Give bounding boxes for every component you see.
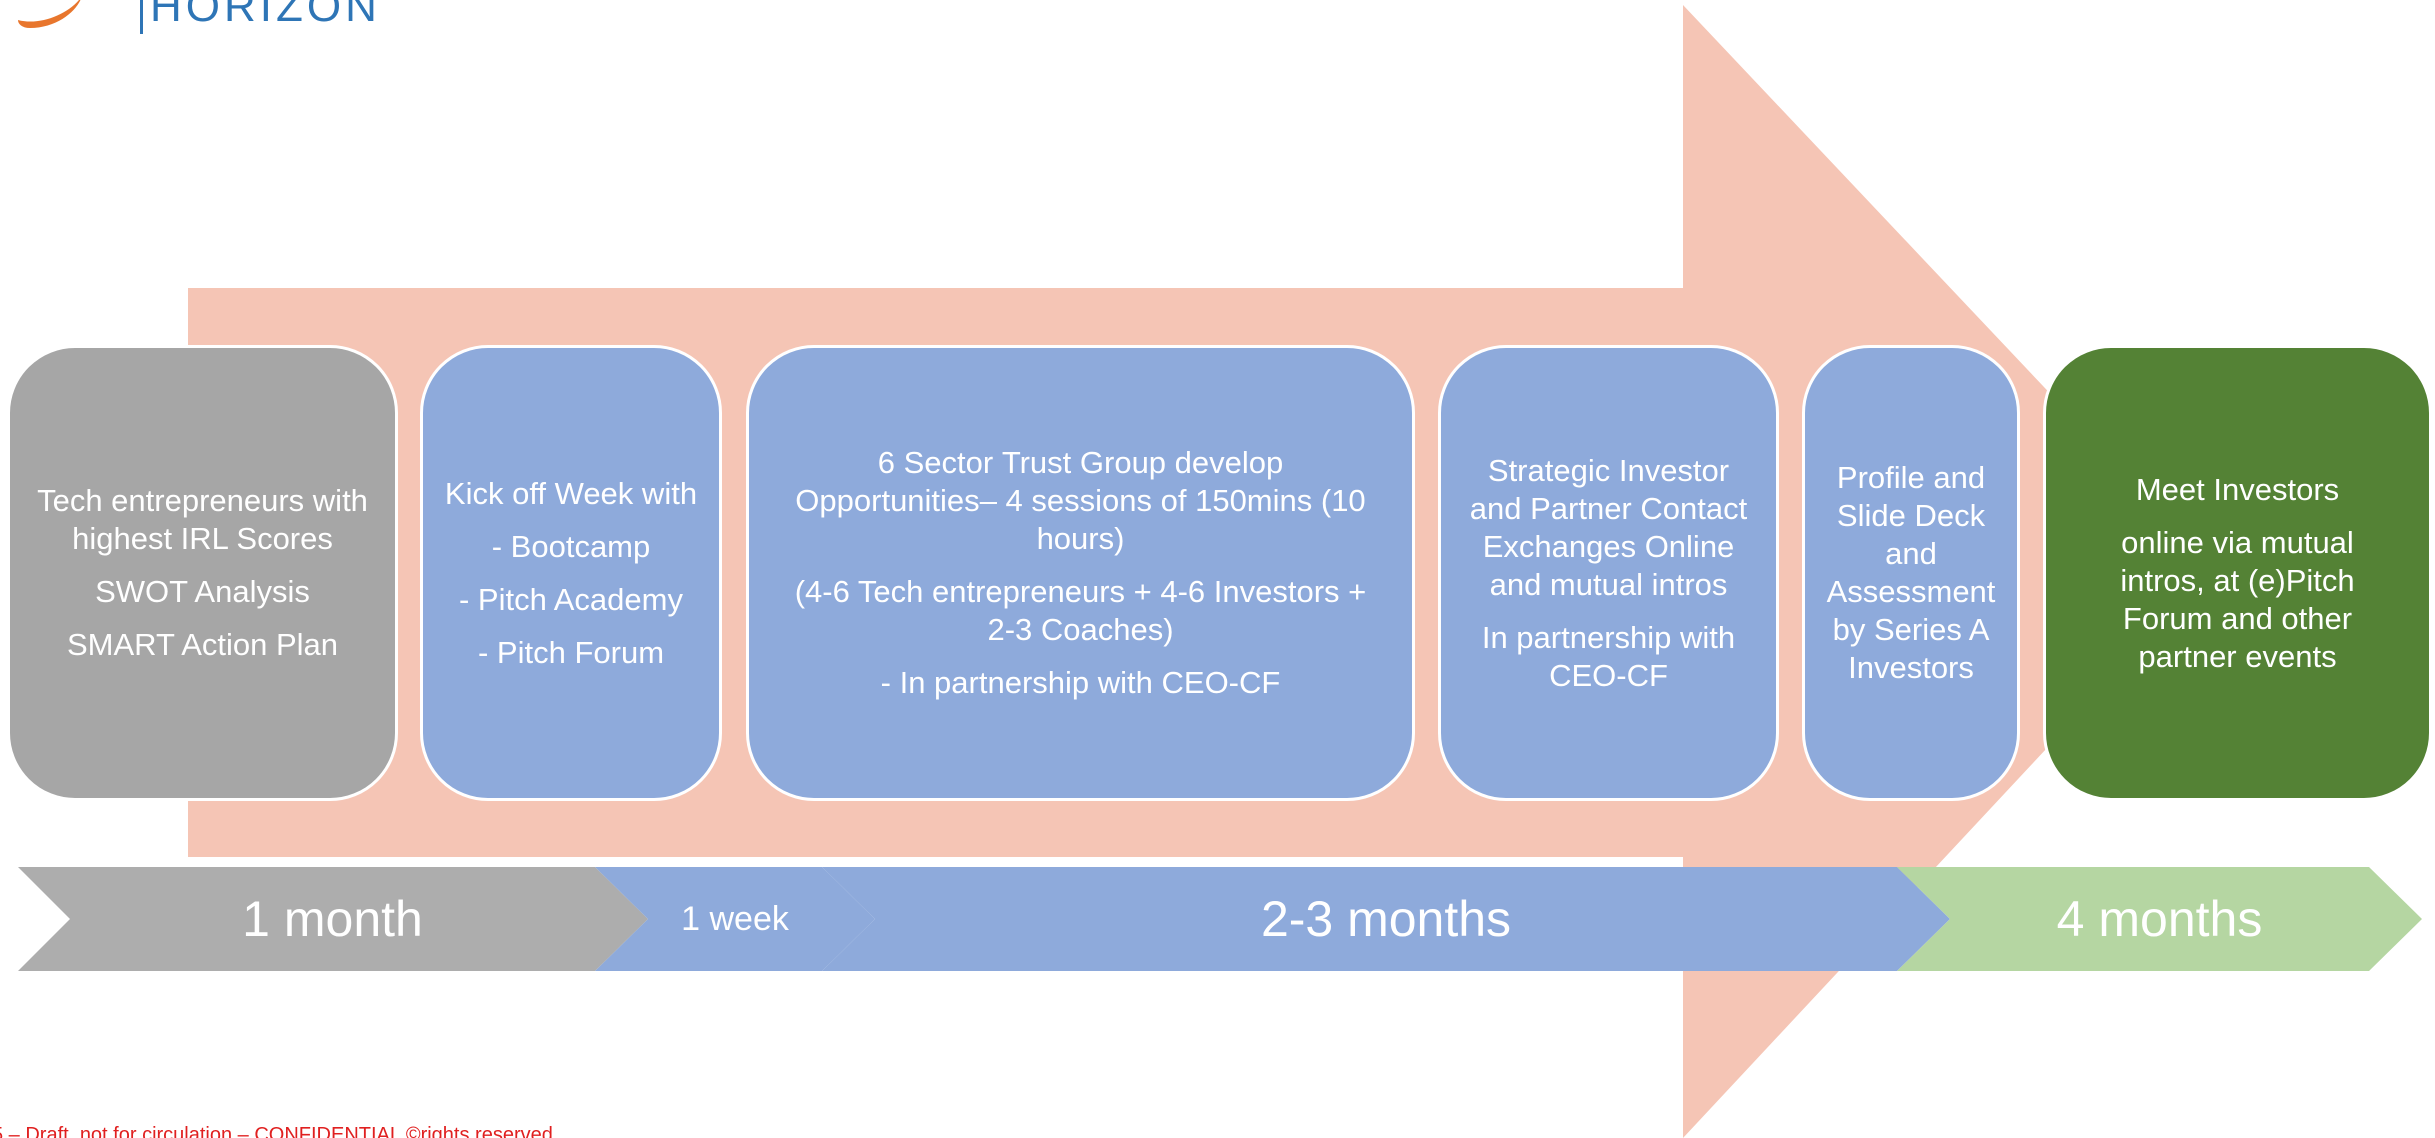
timeline-segment-2-3-months xyxy=(822,867,1950,971)
stage-text: - In partnership with CEO-CF xyxy=(880,665,1281,700)
stage-text-bold: SMART Action Plan xyxy=(66,627,339,662)
stage-text: online via mutual intros, at (e)Pitch Fo… xyxy=(2120,524,2355,674)
stage-paragraph: Tech entrepreneurs with highest IRL Scor… xyxy=(30,482,375,558)
stage-paragraph: - Pitch Forum xyxy=(478,634,664,672)
stage-text: (4-6 Tech entrepreneurs + 4-6 Investors … xyxy=(794,574,1367,647)
confidentiality-footer: 5 – Draft, not for circulation – CONFIDE… xyxy=(0,1124,553,1138)
stage-box-selection: Tech entrepreneurs with highest IRL Scor… xyxy=(7,345,398,801)
stage-text: - Bootcamp xyxy=(491,528,651,564)
stage-text: Online and mutual intros xyxy=(1489,528,1735,602)
stage-box-meet-investors: Meet Investors online via mutual intros, … xyxy=(2043,345,2432,801)
timeline-segment-1-month xyxy=(18,867,648,971)
stage-text: - Pitch Forum xyxy=(477,634,665,670)
stage-text-bold: Kick off Week xyxy=(444,475,634,511)
stage-paragraph: Meet Investors xyxy=(2136,471,2339,509)
stage-paragraph: - Pitch Academy xyxy=(459,581,683,619)
stage-text: In partnership with CEO-CF xyxy=(1481,619,1736,693)
stage-text-bold: SWOT Analysis xyxy=(95,574,310,609)
stage-text: - Pitch Academy xyxy=(459,581,683,617)
stage-text-bold: Trust Group develop Opportunities xyxy=(795,445,1284,518)
stage-text-bold: Contact Exchanges xyxy=(1482,490,1748,564)
stage-text: Strategic Investor and Partner xyxy=(1469,452,1730,526)
logo-text: HORIZON xyxy=(150,0,381,31)
timeline-segment-4-months xyxy=(1897,867,2422,971)
stage-paragraph: SWOT Analysis xyxy=(95,573,310,611)
stage-text-bold: Assessment by Series A Investors xyxy=(1826,574,1996,685)
stage-paragraph: online via mutual intros, at (e)Pitch Fo… xyxy=(2090,524,2385,676)
stage-paragraph: SMART Action Plan xyxy=(67,626,338,664)
stage-paragraph: (4-6 Tech entrepreneurs + 4-6 Investors … xyxy=(789,573,1372,649)
logo-divider xyxy=(140,0,143,34)
stage-text: with xyxy=(633,475,698,511)
timeline-label-4-months: 4 months xyxy=(2056,891,2263,947)
timeline-segment-1-week xyxy=(595,867,875,971)
timeline-label-2-3-months: 2-3 months xyxy=(1260,891,1512,947)
stage-paragraph: - Bootcamp xyxy=(492,528,651,566)
swoosh-icon xyxy=(18,0,81,28)
stage-paragraph: Strategic Investor and Partner Contact E… xyxy=(1467,452,1750,604)
stage-text: Profile and Slide Deck and xyxy=(1836,460,1986,571)
timeline-label-1-month: 1 month xyxy=(242,891,423,947)
stage-text-bold: Meet Investors xyxy=(2135,471,2340,507)
logo: HORIZON xyxy=(0,0,377,40)
stage-paragraph: - In partnership with CEO-CF xyxy=(881,664,1281,702)
stage-paragraph: In partnership with CEO-CF xyxy=(1467,619,1750,695)
stage-text: – 4 sessions of 150mins (10 hours) xyxy=(979,483,1366,556)
stage-box-assessment: Profile and Slide Deck and Assessment by… xyxy=(1802,345,2020,801)
stage-text-bold: Tech entrepreneurs with highest IRL Scor… xyxy=(37,483,368,556)
stage-paragraph: 6 Sector Trust Group develop Opportuniti… xyxy=(789,444,1372,558)
stage-paragraph: Kick off Week with xyxy=(445,475,697,513)
stage-box-kickoff: Kick off Week with - Bootcamp - Pitch Acad… xyxy=(420,345,722,801)
stage-box-trust-group: 6 Sector Trust Group develop Opportuniti… xyxy=(746,345,1415,801)
stage-text: 6 Sector xyxy=(877,445,1002,480)
stage-box-contact-exchanges: Strategic Investor and Partner Contact E… xyxy=(1438,345,1779,801)
stage-paragraph: Profile and Slide Deck and Assessment by… xyxy=(1823,459,1999,687)
timeline-label-1-week: 1 week xyxy=(681,899,789,938)
